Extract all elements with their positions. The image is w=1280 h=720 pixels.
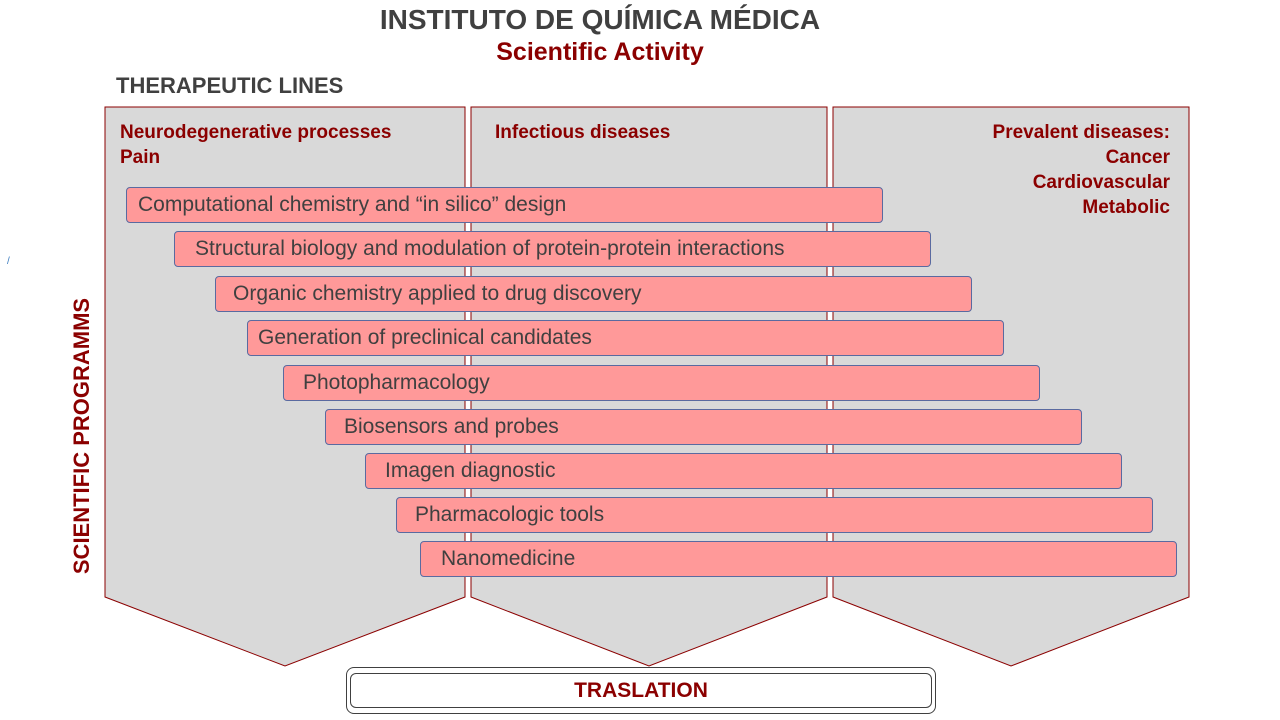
page-subtitle: Scientific Activity [496,38,704,66]
program-bar-structural-biology: Structural biology and modulation of pro… [174,231,931,267]
traslation-label: TRASLATION [350,673,932,708]
column-label-line: Metabolic [1082,197,1170,218]
program-bar-computational-chemistry: Computational chemistry and “in silico” … [126,187,883,223]
column-label-prevalent: Prevalent diseases: Cancer Cardiovascula… [993,120,1170,220]
program-bar-nanomedicine: Nanomedicine [420,541,1177,577]
program-bar-biosensors: Biosensors and probes [325,409,1082,445]
page-title: INSTITUTO DE QUÍMICA MÉDICA [379,4,821,35]
program-bar-preclinical-candidates: Generation of preclinical candidates [247,320,1004,356]
decorative-tick: / [7,256,10,267]
program-bar-organic-chemistry: Organic chemistry applied to drug discov… [215,276,972,312]
column-label-line: Neurodegenerative processes [120,122,392,143]
column-label-line: Infectious diseases [495,122,671,143]
program-bar-pharmacologic-tools: Pharmacologic tools [396,497,1153,533]
program-bar-imagen-diagnostic: Imagen diagnostic [365,453,1122,489]
column-label-line: Pain [120,147,161,168]
column-label-line: Prevalent diseases: [992,122,1170,143]
column-label-infectious: Infectious diseases [495,120,670,145]
program-bar-photopharmacology: Photopharmacology [283,365,1040,401]
column-label-line: Cardiovascular [1032,172,1170,193]
therapeutic-lines-heading: THERAPEUTIC LINES [116,73,344,98]
scientific-programs-heading: SCIENTIFIC PROGRAMMS [69,297,94,575]
column-label-line: Cancer [1105,147,1170,168]
column-label-neurodegenerative: Neurodegenerative processes Pain [120,120,391,170]
traslation-box: TRASLATION [346,667,936,714]
